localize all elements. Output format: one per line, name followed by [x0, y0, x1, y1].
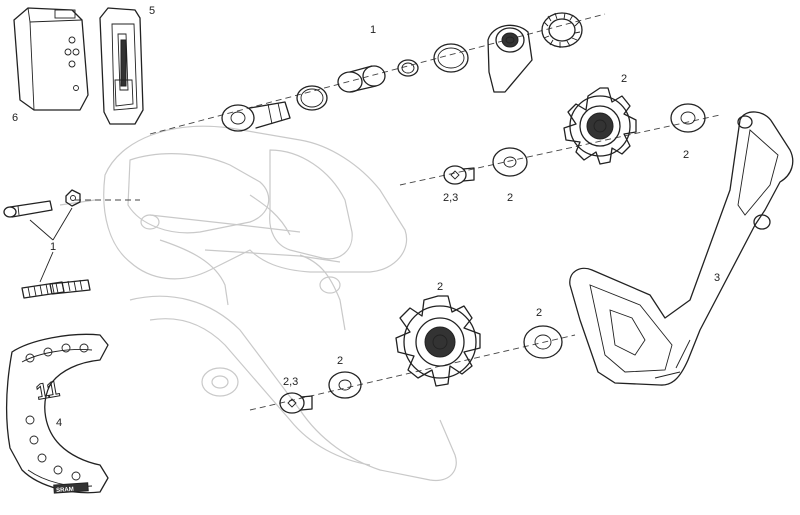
callout-hanger-lower: 1 — [50, 241, 56, 253]
callout-hanger-upper: 1 — [370, 24, 376, 36]
hanger-nut — [541, 12, 583, 48]
callout-lower-pulley-washer-outer: 2 — [536, 307, 542, 319]
callout-upper-pulley-bolt: 2,3 — [443, 192, 458, 204]
chain-gap-tool-teeth — [25, 343, 89, 481]
callout-battery-cover: 5 — [149, 5, 155, 17]
hanger-bolt — [221, 101, 291, 132]
battery — [13, 7, 89, 111]
cage — [569, 111, 794, 386]
hanger-bushings — [296, 43, 469, 111]
callout-upper-pulley-washer-outer: 2 — [683, 149, 689, 161]
upper-pulley-bolt — [443, 165, 475, 185]
callout-lower-pulley: 2 — [437, 281, 443, 293]
callout-lower-pulley-bolt: 2,3 — [283, 376, 298, 388]
upper-pulley-washer-inner — [492, 147, 528, 177]
lower-pulley-wheel — [395, 295, 481, 387]
lower-pulley-bolt — [279, 392, 313, 414]
lower-pulley-washer-outer — [523, 325, 563, 359]
hanger-leader-lines — [29, 207, 73, 283]
callout-chain-gap-tool: 4 — [56, 417, 62, 429]
upper-pulley-washer-outer — [670, 103, 706, 133]
callout-upper-pulley: 2 — [621, 73, 627, 85]
battery-cover — [99, 7, 144, 125]
lower-pulley-washer-inner — [328, 371, 362, 399]
upper-pulley-wheel — [563, 87, 637, 165]
callout-battery: 6 — [12, 112, 18, 124]
chain-gap-tool-mark: 11 — [34, 376, 61, 405]
callout-upper-pulley-washer-inner: 2 — [507, 192, 513, 204]
callout-lower-pulley-washer-inner: 2 — [337, 355, 343, 367]
hanger-long-bolt — [3, 200, 53, 218]
hanger-small-screw — [65, 189, 81, 207]
assembly-axes — [75, 13, 721, 411]
callout-cage: 3 — [714, 272, 720, 284]
ghost-derailleur-body — [59, 125, 457, 482]
hanger-bracket — [487, 24, 533, 93]
brand-mark: SRAM — [56, 487, 74, 494]
chain-gap-tool: 11 SRAM — [5, 333, 109, 494]
hanger-threaded-pins — [21, 279, 91, 299]
